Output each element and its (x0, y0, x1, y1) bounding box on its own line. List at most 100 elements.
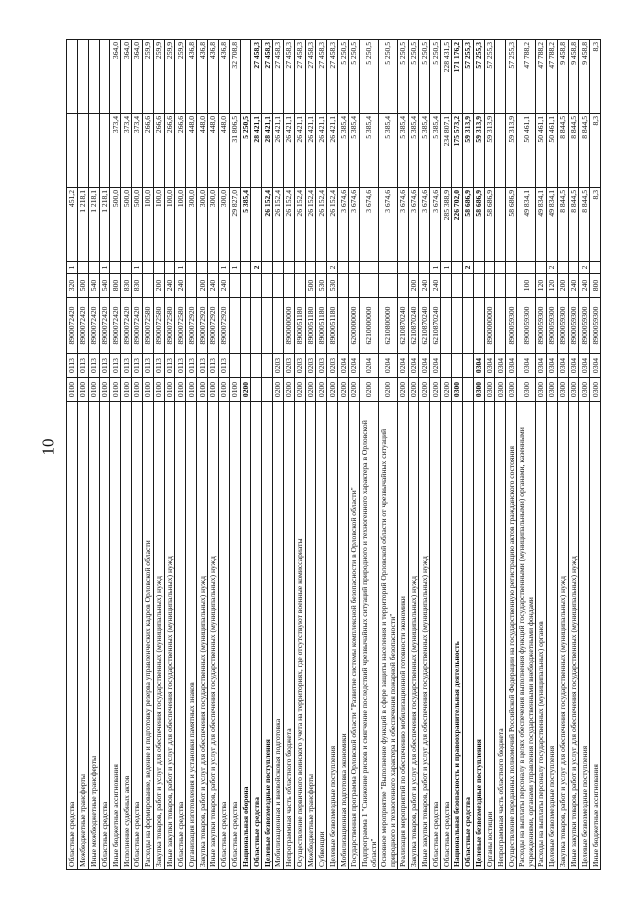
amount-1-cell: 451,2 (66, 187, 78, 262)
amount-2-cell: 266,6 (142, 113, 154, 188)
amount-3-cell: 436,8 (185, 39, 197, 114)
expense-type-cell (378, 273, 398, 298)
expense-type-cell (440, 273, 452, 298)
row-name-cell: Расходы на формирование, ведение и подго… (142, 401, 154, 870)
mark-cell (337, 261, 349, 274)
row-name-cell: Областные средства (131, 401, 143, 870)
subsection-code-cell: 0204 (408, 353, 419, 378)
row-name-cell: Областные средства (218, 401, 230, 870)
amount-3-cell: 5 250,5 (418, 39, 430, 114)
subsection-code-cell: 0204 (378, 353, 398, 378)
amount-1-cell: 300,0 (218, 187, 230, 262)
subsection-code-cell: 0113 (131, 353, 143, 378)
expense-type-cell: 200 (196, 273, 208, 298)
subsection-code-cell: 0113 (164, 353, 175, 378)
amount-3-cell: 47 788,2 (516, 39, 536, 114)
subsection-code-cell: 0113 (66, 353, 78, 378)
table-row: Расходы на формирование, ведение и подго… (142, 39, 154, 870)
amount-3-cell: 5 250,5 (397, 39, 409, 114)
amount-3-cell: 9 458,8 (578, 39, 590, 114)
section-code-cell: 0200 (378, 377, 398, 402)
target-article-cell: 8900051180 (326, 297, 338, 354)
amount-1-cell: 26 152,4 (305, 187, 316, 262)
subsection-code-cell: 0304 (589, 353, 601, 378)
amount-1-cell: 1 218,1 (88, 187, 100, 262)
amount-2-cell: 5 385,4 (418, 113, 430, 188)
subsection-code-cell: 0304 (494, 353, 506, 378)
expense-type-cell: 200 (408, 273, 419, 298)
section-code-cell: 0100 (99, 377, 110, 402)
amount-3-cell: 47 788,2 (546, 39, 558, 114)
subsection-code-cell: 0304 (473, 353, 485, 378)
expense-type-cell (185, 273, 197, 298)
amount-1-cell: 8,3 (589, 187, 601, 262)
mark-cell: 1 (229, 261, 240, 274)
amount-3-cell: 364,0 (109, 39, 121, 114)
amount-1-cell: 3 674,6 (408, 187, 419, 262)
row-name-cell: Непрограммная часть областного бюджета (494, 401, 506, 870)
row-name-cell: Непрограммная часть областного бюджета (283, 401, 295, 870)
row-name-cell: Иные закупки товаров, работ и услуг для … (164, 401, 175, 870)
expense-type-cell: 540 (99, 273, 110, 298)
amount-3-cell: 259,9 (174, 39, 186, 114)
amount-2-cell: 5 385,4 (359, 113, 379, 188)
mark-cell: 1 (429, 261, 441, 274)
section-code-cell: 0300 (451, 377, 463, 402)
expense-type-cell: 540 (88, 273, 100, 298)
section-code-cell: 0200 (337, 377, 349, 402)
subsection-code-cell (462, 353, 474, 378)
amount-1-cell: 3 674,6 (397, 187, 409, 262)
amount-3-cell: 5 250,5 (429, 39, 441, 114)
amount-2-cell: 50 461,1 (516, 113, 536, 188)
mark-cell (283, 261, 295, 274)
table-row: Иные закупки товаров, работ и услуг для … (568, 39, 579, 870)
row-name-cell: Иные закупки товаров, работ и услуг для … (568, 401, 579, 870)
mark-cell: 2 (578, 261, 590, 274)
expense-type-cell (240, 273, 251, 298)
subsection-code-cell: 0203 (326, 353, 338, 378)
expense-type-cell: 500 (305, 273, 316, 298)
amount-2-cell: 59 313,9 (462, 113, 474, 188)
amount-1-cell: 8 844,5 (568, 187, 579, 262)
target-article-cell: 8900059300 (535, 297, 547, 354)
target-article-cell: 8900059300 (578, 297, 590, 354)
mark-cell (348, 261, 360, 274)
amount-3-cell (66, 39, 78, 114)
amount-3-cell: 5 250,5 (359, 39, 379, 114)
mark-cell: 1 (174, 261, 186, 274)
target-article-cell: 6210870240 (418, 297, 430, 354)
table-row: Расходы на выплаты персоналу государстве… (535, 39, 547, 870)
amount-2-cell: 266,6 (174, 113, 186, 188)
amount-1-cell: 49 834,1 (516, 187, 536, 262)
expense-type-cell (250, 273, 262, 298)
amount-2-cell: 8,3 (589, 113, 601, 188)
amount-2-cell: 59 313,9 (505, 113, 517, 188)
subsection-code-cell: 0113 (142, 353, 154, 378)
amount-3-cell: 32 708,8 (229, 39, 240, 114)
subsection-code-cell: 0203 (315, 353, 327, 378)
row-name-cell: Областные средства (250, 401, 262, 870)
amount-1-cell: 300,0 (196, 187, 208, 262)
row-name-cell: Областные средства (66, 401, 78, 870)
amount-1-cell: 58 686,9 (484, 187, 495, 262)
subsection-code-cell (240, 353, 251, 378)
row-name-cell: Межбюджетные трансферты (77, 401, 89, 870)
table-row: Иные закупки товаров, работ и услуг для … (164, 39, 175, 870)
amount-3-cell (99, 39, 110, 114)
expense-type-cell (397, 273, 409, 298)
amount-2-cell: 26 421,1 (305, 113, 316, 188)
expense-type-cell: 240 (174, 273, 186, 298)
subsection-code-cell: 0113 (99, 353, 110, 378)
row-name-cell: Подпрограмма 1 "Снижение рисков и смягче… (359, 401, 379, 870)
amount-2-cell: 448,0 (207, 113, 219, 188)
amount-1-cell: 29 827,0 (229, 187, 240, 262)
row-name-cell: Расходы на выплаты персоналу государстве… (535, 401, 547, 870)
table-row: Подпрограмма 1 "Снижение рисков и смягче… (359, 39, 379, 870)
